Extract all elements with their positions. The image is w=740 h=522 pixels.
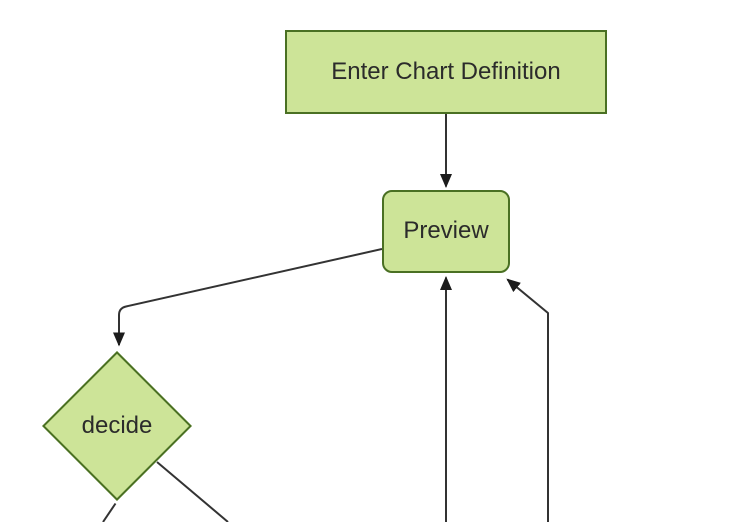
node-preview: Preview [382,190,510,273]
edge-offscreen-bottom-right-to-preview [506,278,549,522]
node-decide: decide [64,373,170,479]
node-preview-label: Preview [403,217,489,245]
node-decide-label: decide [81,412,153,439]
edge-decide-to-offscreen-bottom-left [102,502,117,522]
edge-decide-to-offscreen-bottom-right [156,461,229,522]
node-enter-chart-definition-label: Enter Chart Definition [331,57,561,85]
node-enter-chart-definition: Enter Chart Definition [285,30,607,114]
edge-preview-to-decide [113,248,383,347]
